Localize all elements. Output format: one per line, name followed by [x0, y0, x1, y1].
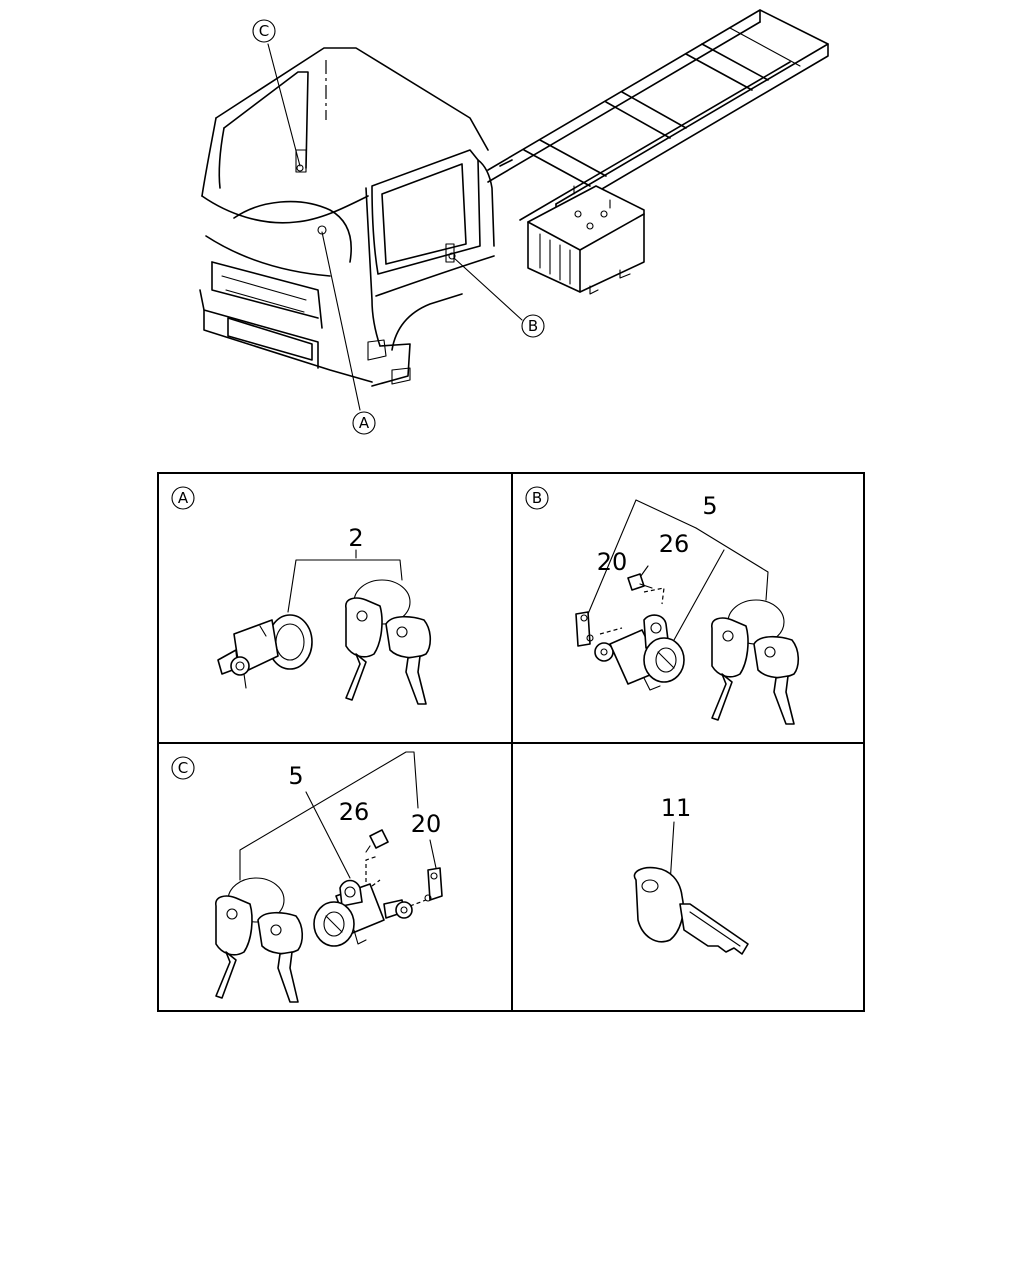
retainer-clip-b [575, 611, 594, 647]
panel-b-tag: B [525, 486, 549, 510]
detail-grid [157, 472, 865, 1012]
panel-d: 11 [633, 794, 749, 955]
callout-a: A [352, 411, 376, 435]
part-number-2: 2 [348, 524, 363, 552]
part-number-20: 20 [597, 548, 628, 576]
part-number-26: 26 [339, 798, 370, 826]
battery-box [527, 185, 645, 295]
callout-c: C [252, 19, 276, 43]
screw-b [627, 573, 653, 591]
key-set-a [345, 579, 432, 705]
part-number-5: 5 [288, 762, 303, 790]
svg-text:A: A [178, 489, 189, 507]
chassis-frame [487, 9, 829, 221]
callout-b: B [521, 314, 545, 338]
svg-text:C: C [259, 22, 269, 40]
panel-b: B 5 20 26 [525, 486, 800, 725]
svg-text:A: A [359, 414, 370, 432]
panel-c: C 5 26 20 [171, 751, 443, 1003]
key-set-b [711, 599, 800, 725]
svg-text:B: B [528, 317, 538, 335]
key-blank [633, 866, 749, 955]
part-number-20: 20 [411, 810, 442, 838]
door-lock-cylinder-b [594, 614, 685, 691]
svg-text:C: C [178, 759, 188, 777]
truck-cab [199, 47, 495, 387]
part-number-26: 26 [659, 530, 690, 558]
part-number-11: 11 [661, 794, 692, 822]
panel-c-tag: C [171, 756, 195, 780]
key-set-c [215, 877, 304, 1003]
retainer-clip-c [424, 867, 443, 902]
panel-a: A 2 [171, 486, 432, 705]
svg-text:B: B [532, 489, 542, 507]
ignition-cylinder [217, 614, 313, 689]
truck-illustration: C B A [199, 9, 829, 435]
screw-c [365, 829, 389, 853]
panel-a-tag: A [171, 486, 195, 510]
part-number-5: 5 [702, 492, 717, 520]
door-lock-cylinder-c [313, 879, 413, 947]
